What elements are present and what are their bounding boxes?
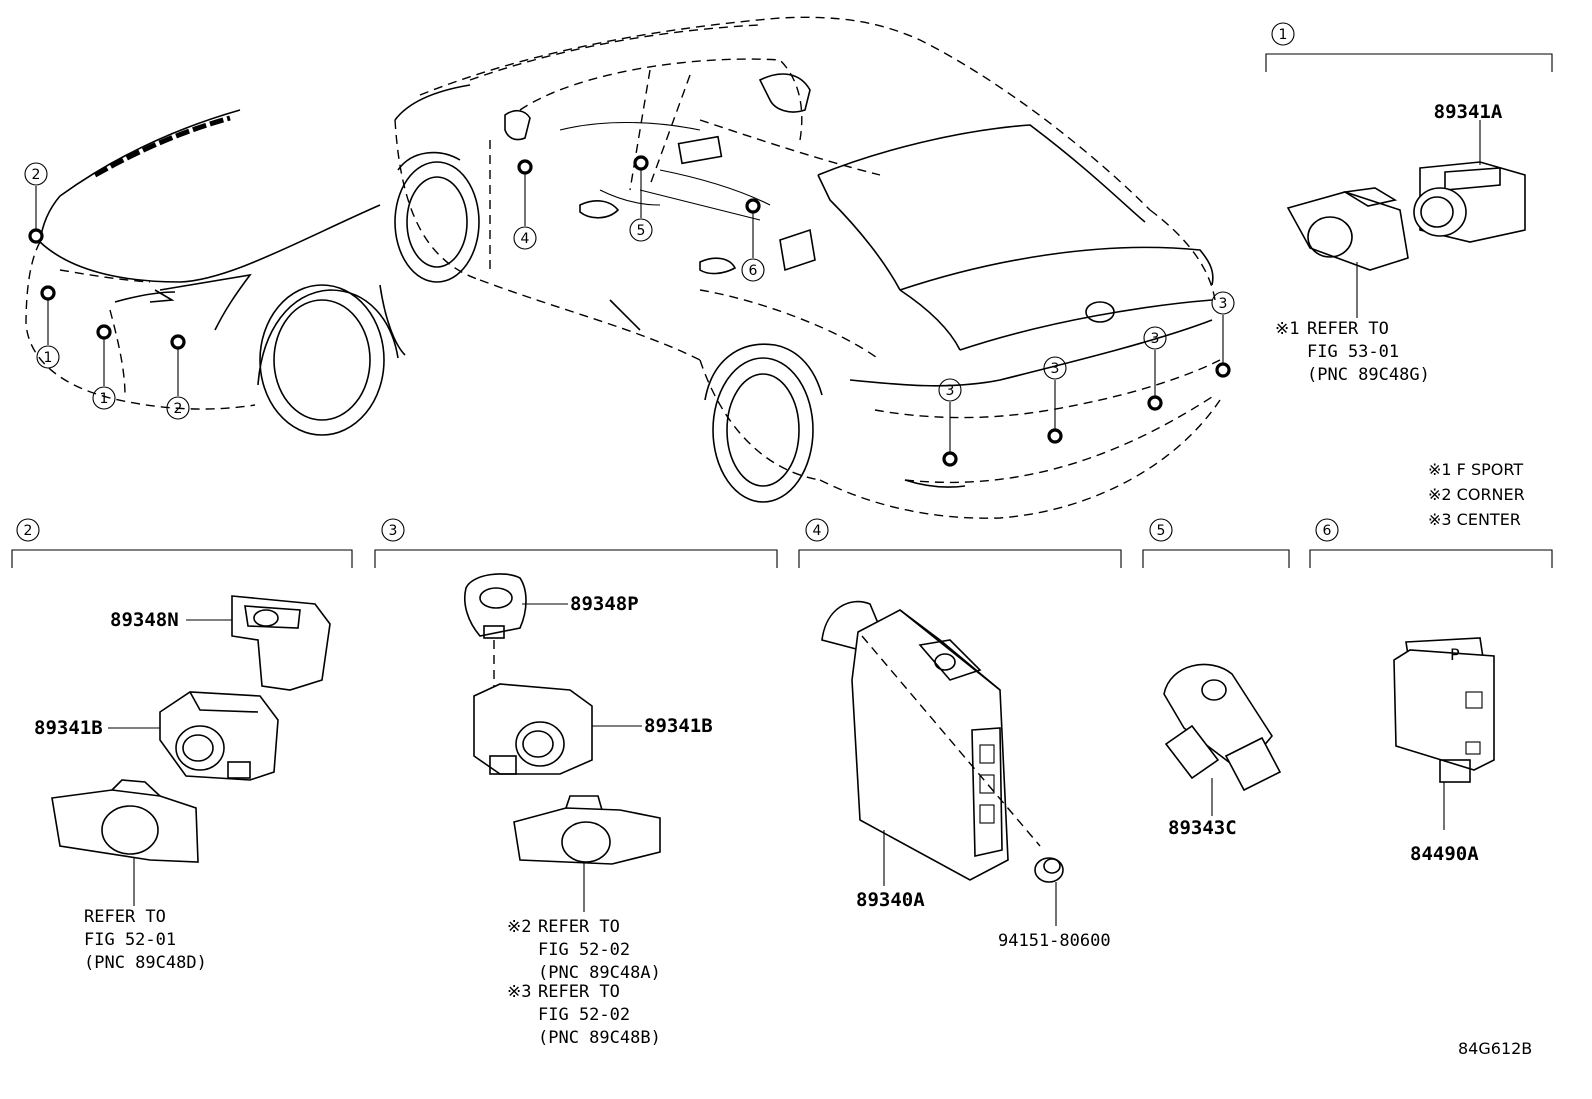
section-3-callout: 3	[381, 518, 405, 542]
sensor-dot-main-6	[745, 198, 761, 214]
svg-text:5: 5	[1157, 523, 1166, 539]
sensor-dot-main-4	[517, 159, 533, 175]
ref1-line2: FIG 53-01	[1307, 342, 1399, 362]
part-89341B-right: 89341B	[644, 715, 713, 737]
section-4: 4 89340A 94151-80600	[798, 518, 1122, 951]
svg-text:1: 1	[1279, 27, 1288, 43]
section-6-callout: 6	[1315, 518, 1339, 542]
part-89341B-left: 89341B	[34, 717, 103, 739]
sensor-dot-rear-1	[942, 451, 958, 467]
retainer-89c48d-drawing	[51, 779, 199, 906]
ref-left-line1: REFER TO	[84, 907, 166, 927]
callout-3-rear-corner: 3	[1211, 291, 1235, 315]
switch-84490A-drawing	[1393, 637, 1495, 830]
bezel-89c48g-drawing	[1286, 187, 1409, 318]
section-2-callout: 2	[16, 518, 40, 542]
ref1-line3: (PNC 89C48G)	[1307, 365, 1430, 385]
part-89341A: 89341A	[1434, 101, 1503, 123]
diagram-id: 84G612B	[1458, 1039, 1532, 1058]
svg-text:2: 2	[32, 167, 41, 183]
ref3-line2: FIG 52-02	[538, 1005, 630, 1025]
sensor-89341B-left-drawing	[108, 691, 279, 781]
section-5: 5 89343C	[1142, 518, 1290, 839]
callout-1-front-center: 1	[92, 386, 116, 410]
section-1: 1 89341A ※1 REFER TO FIG 53-01 (PNC 89C4…	[1265, 22, 1553, 385]
ref-left-line3: (PNC 89C48D)	[84, 953, 207, 973]
part-89348P: 89348P	[570, 593, 639, 615]
part-89348N: 89348N	[110, 609, 179, 631]
ref2-line1: REFER TO	[538, 917, 620, 937]
callout-5-main: 5	[629, 218, 653, 242]
front-car-view: 2 1 1 2	[24, 109, 406, 436]
callout-1-front-left: 1	[36, 345, 60, 369]
svg-text:2: 2	[174, 401, 183, 417]
part-89340A: 89340A	[856, 889, 925, 911]
sensor-dot-front-left	[40, 285, 56, 301]
ref1-line1: REFER TO	[1307, 319, 1389, 339]
section-2: 2 89348N 89341B REFER TO FIG 52	[11, 518, 353, 973]
sensor-dot-rear-3	[1147, 395, 1163, 411]
callout-2-front-corner: 2	[166, 396, 190, 420]
clip-94151-drawing	[1034, 857, 1064, 926]
ref1-mark: ※1	[1275, 319, 1299, 339]
svg-text:3: 3	[1219, 296, 1228, 312]
sensor-dot-corner-front	[170, 334, 186, 350]
svg-text:1: 1	[100, 391, 109, 407]
ref3-line3: (PNC 89C48B)	[538, 1028, 661, 1048]
ecu-89340A-drawing	[821, 600, 1041, 886]
sensor-89341A-drawing	[1413, 120, 1526, 243]
ref3-mark: ※3	[507, 982, 531, 1002]
svg-text:6: 6	[749, 263, 758, 279]
retainer-89c48a-drawing	[513, 795, 661, 912]
legend-2: ※2 CORNER	[1428, 485, 1525, 504]
sensor-89343C-drawing	[1163, 663, 1282, 816]
section-3: 3 89348P 89341B ※2 REFER TO	[374, 518, 778, 1048]
part-94151-80600: 94151-80600	[998, 931, 1111, 951]
sensor-dot-corner-front-upper	[28, 228, 44, 244]
sensor-dot-rear-2	[1047, 428, 1063, 444]
svg-text:1: 1	[44, 350, 53, 366]
part-84490A: 84490A	[1410, 843, 1479, 865]
svg-text:2: 2	[24, 523, 33, 539]
svg-text:4: 4	[813, 523, 822, 539]
svg-text:3: 3	[1051, 361, 1060, 377]
main-car-view: 4 5 6 3 3 3 3	[394, 16, 1235, 519]
callout-2-front-upper: 2	[24, 162, 48, 186]
svg-text:3: 3	[389, 523, 398, 539]
callout-6-main: 6	[741, 258, 765, 282]
section-1-callout: 1	[1271, 22, 1295, 46]
svg-text:5: 5	[637, 223, 646, 239]
ref2-line2: FIG 52-02	[538, 940, 630, 960]
section-6: 6 P 84490A	[1309, 518, 1553, 865]
callout-3-rear-3: 3	[1143, 326, 1167, 350]
ref2-mark: ※2	[507, 917, 531, 937]
legend: ※1 F SPORT ※2 CORNER ※3 CENTER	[1428, 460, 1525, 529]
svg-text:6: 6	[1323, 523, 1332, 539]
ref-left-line2: FIG 52-01	[84, 930, 176, 950]
sensor-dot-main-5	[633, 155, 649, 171]
sensor-dot-front-center	[96, 324, 112, 340]
section-4-callout: 4	[805, 518, 829, 542]
callout-3-rear-2: 3	[1043, 356, 1067, 380]
holder-89348N-drawing	[186, 595, 331, 691]
ref2-line3: (PNC 89C48A)	[538, 963, 661, 983]
part-89343C: 89343C	[1168, 817, 1237, 839]
legend-1: ※1 F SPORT	[1428, 460, 1523, 479]
switch-p-label: P	[1450, 645, 1460, 664]
ref3-line1: REFER TO	[538, 982, 620, 1002]
sensor-dot-rear-corner	[1215, 362, 1231, 378]
svg-text:4: 4	[521, 231, 530, 247]
sensor-89341B-right-drawing	[473, 683, 642, 775]
cap-89348P-drawing	[464, 573, 568, 688]
callout-3-rear-1: 3	[938, 378, 962, 402]
callout-4-main: 4	[513, 226, 537, 250]
legend-3: ※3 CENTER	[1428, 510, 1521, 529]
svg-text:3: 3	[946, 383, 955, 399]
section-5-callout: 5	[1149, 518, 1173, 542]
svg-text:3: 3	[1151, 331, 1160, 347]
